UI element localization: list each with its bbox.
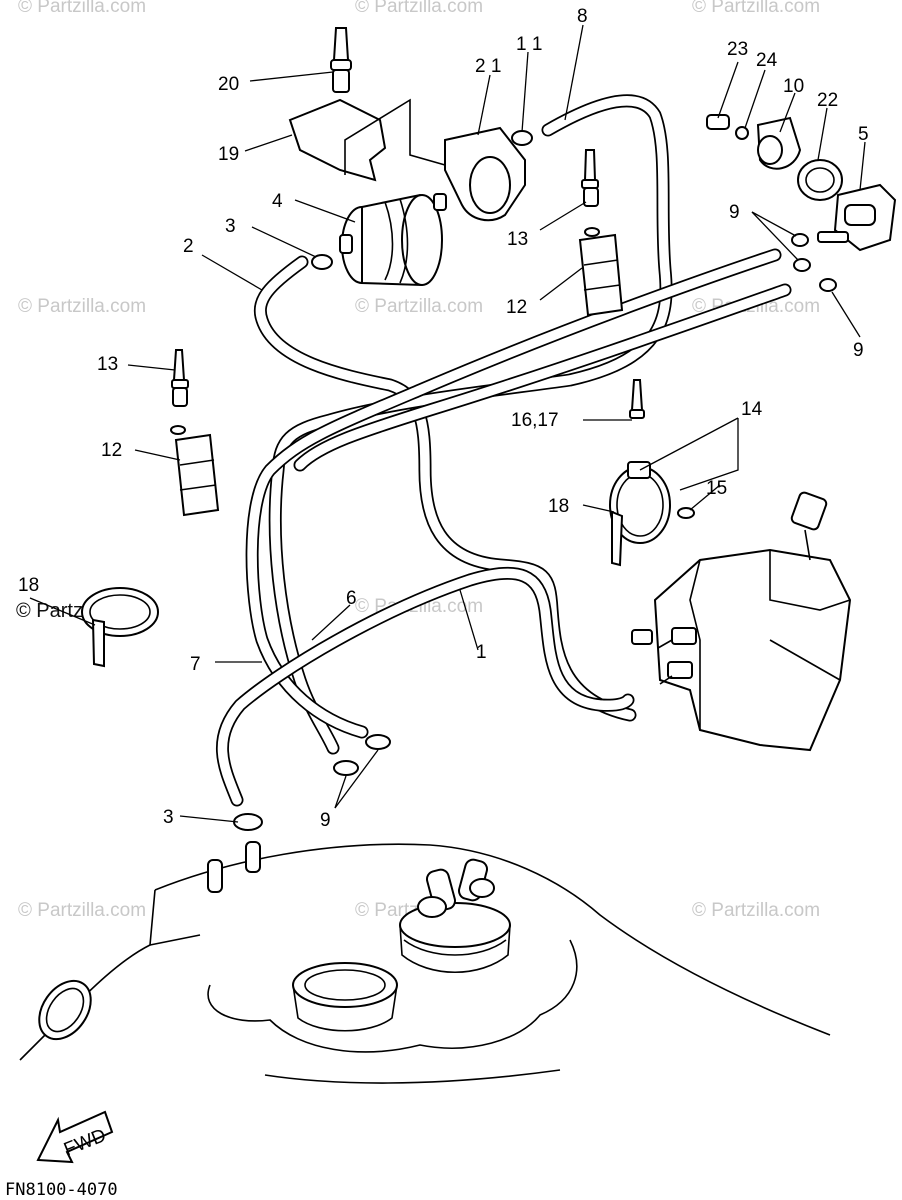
callout-9: 9 [729,202,740,223]
fuel-tank [19,841,831,1084]
callout-24: 24 [756,50,778,71]
callout-16-17: 16,17 [511,410,559,431]
callout-6: 6 [346,588,357,609]
callout-14: 14 [741,399,763,420]
callout-22: 22 [817,90,838,111]
hose-clamps [233,130,837,831]
callout-labels: 1 2 3 3 4 5 6 7 8 9 9 9 10 1 1 12 12 13 … [18,6,869,831]
callout-5: 5 [858,124,869,145]
callout-3: 3 [225,216,236,237]
carburetor [631,491,852,752]
callout-10: 10 [783,76,804,97]
fuel-cock-assembly [706,114,897,252]
watermark-text: © Partzilla.com [355,296,483,317]
callout-13: 13 [507,229,528,250]
watermark-text: © Partzilla.com [18,900,146,921]
watermark-text: © Partzilla.com [18,0,146,17]
fuel-filter-assembly [288,27,526,287]
watermark-text: © Partzilla.com [355,0,483,17]
watermark-text: © Partzilla.com [692,0,820,17]
diagram-code: FN8100-4070 [5,1180,118,1200]
watermarks: © Partzilla.com © Partzilla.com © Partzi… [16,0,820,921]
callout-2: 2 [183,236,194,257]
callout-18: 18 [548,496,569,517]
callout-4: 4 [272,191,283,212]
callout-18: 18 [18,575,39,596]
callout-1: 1 [476,642,487,663]
callout-3: 3 [163,807,174,828]
callout-12: 12 [506,297,527,318]
watermark-text: © Partzilla.com [692,900,820,921]
callout-9: 9 [320,810,331,831]
callout-21: 2 1 [475,56,501,77]
clip-assembly [81,379,695,668]
callout-20: 20 [218,74,239,95]
callout-12: 12 [101,440,122,461]
watermark-text: © Partzilla.com [18,296,146,317]
fuel-hoses [215,94,792,807]
callout-15: 15 [706,478,727,499]
callout-9: 9 [853,340,864,361]
callout-11: 1 1 [516,34,542,55]
callout-7: 7 [190,654,201,675]
forward-direction-arrow: FWD [36,1110,114,1164]
leader-lines [29,24,866,823]
callout-13: 13 [97,354,118,375]
callout-19: 19 [218,144,239,165]
callout-23: 23 [727,39,748,60]
callout-8: 8 [577,6,588,27]
